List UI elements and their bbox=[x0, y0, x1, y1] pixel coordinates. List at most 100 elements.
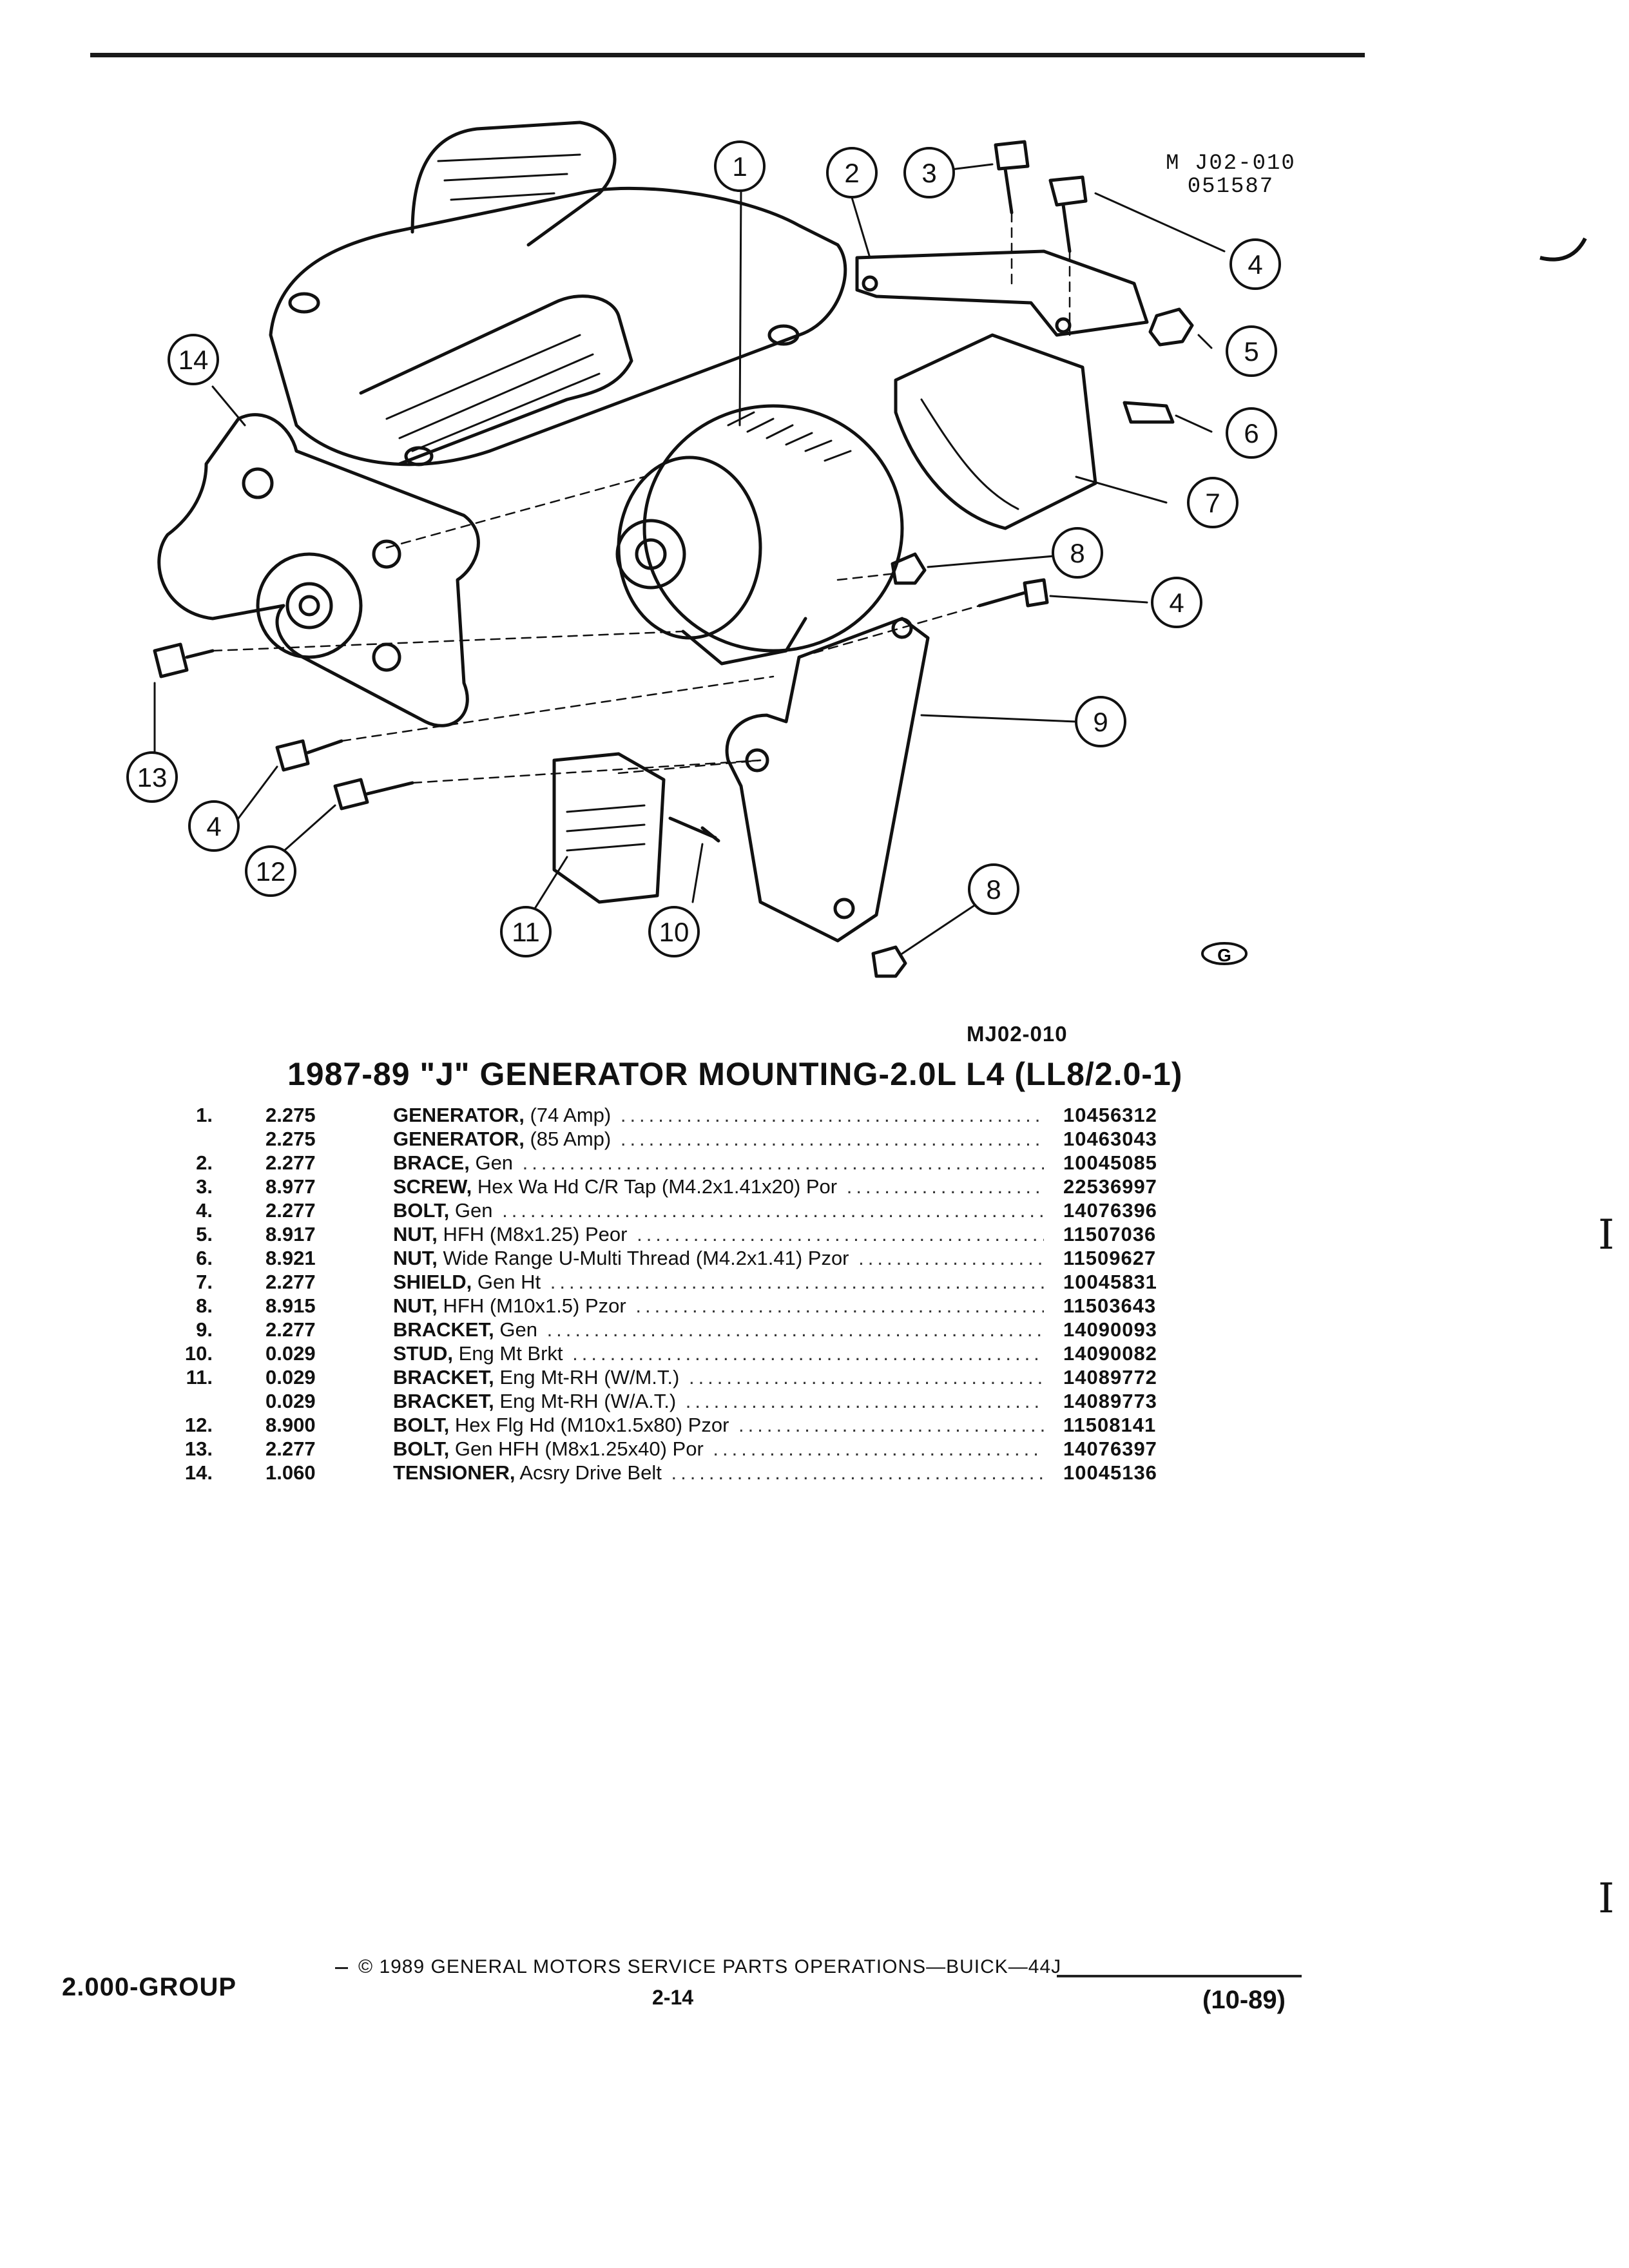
part-number: 11503643 bbox=[1063, 1294, 1157, 1317]
stud-10 bbox=[668, 816, 720, 843]
parts-row: 0.029 BRACKET, Eng Mt-RH (W/A.T.) .......… bbox=[161, 1389, 1218, 1413]
leader-dots: ........................................… bbox=[688, 1366, 1044, 1389]
callout-label: 6 bbox=[1244, 418, 1258, 448]
leader-dots: ........................................… bbox=[671, 1461, 1044, 1484]
group-label: 2.000-GROUP bbox=[62, 1973, 237, 2001]
part-name: STUD, bbox=[393, 1342, 453, 1365]
item-number: 7. bbox=[196, 1271, 213, 1293]
bolt-12 bbox=[333, 778, 414, 811]
callout-label: 9 bbox=[1093, 707, 1108, 737]
part-name: BOLT, bbox=[393, 1414, 450, 1436]
item-number: 4. bbox=[196, 1199, 213, 1222]
parts-row: 6. 8.921 NUT, Wide Range U-Multi Thread (M… bbox=[161, 1246, 1218, 1270]
leader-dots: ........................................… bbox=[713, 1437, 1044, 1460]
part-description: SHIELD, Gen Ht .........................… bbox=[393, 1270, 1044, 1294]
part-description: GENERATOR, (74 Amp) ....................… bbox=[393, 1103, 1044, 1127]
stamp-line-2: 051587 bbox=[1187, 175, 1275, 199]
callout-label: 5 bbox=[1244, 336, 1258, 367]
part-detail: Acsry Drive Belt bbox=[515, 1461, 662, 1484]
callout-label: 11 bbox=[512, 917, 540, 947]
copyright-line: © 1989 GENERAL MOTORS SERVICE PARTS OPER… bbox=[358, 1956, 1062, 1977]
callout-label: 4 bbox=[1169, 588, 1184, 618]
part-name: GENERATOR, bbox=[393, 1128, 525, 1150]
part-number: 10045831 bbox=[1063, 1271, 1157, 1293]
part-name: BRACKET, bbox=[393, 1366, 494, 1389]
bolt-4-top bbox=[1048, 175, 1088, 253]
nut-8-upper bbox=[891, 552, 927, 585]
part-detail: Wide Range U-Multi Thread (M4.2x1.41) Pz… bbox=[437, 1247, 849, 1269]
item-number: 6. bbox=[196, 1247, 213, 1269]
nut-5 bbox=[1148, 307, 1194, 347]
cover-stud bbox=[767, 324, 800, 346]
bolt-13 bbox=[153, 642, 215, 678]
callout-10: 10 bbox=[648, 906, 700, 957]
part-number: 14090093 bbox=[1063, 1318, 1157, 1341]
part-name: NUT, bbox=[393, 1294, 438, 1317]
margin-mark: I bbox=[1598, 1211, 1615, 1259]
leader-dots: ........................................… bbox=[620, 1128, 1044, 1150]
part-detail: Hex Flg Hd (M10x1.5x80) Pzor bbox=[449, 1414, 729, 1436]
part-detail: Hex Wa Hd C/R Tap (M4.2x1.41x20) Por bbox=[472, 1175, 838, 1198]
scan-mark bbox=[1539, 237, 1587, 262]
part-number: 10045085 bbox=[1063, 1151, 1157, 1174]
item-number: 2. bbox=[196, 1151, 213, 1174]
callout-8: 8 bbox=[1052, 527, 1103, 579]
part-number: 14090082 bbox=[1063, 1342, 1157, 1365]
gm-logo: G bbox=[1201, 942, 1248, 965]
callout-3: 3 bbox=[903, 147, 955, 198]
part-number: 14076396 bbox=[1063, 1199, 1157, 1222]
group-number: 8.917 bbox=[265, 1223, 316, 1245]
part-number: 10463043 bbox=[1063, 1128, 1157, 1150]
part-description: BOLT, Gen ..............................… bbox=[393, 1198, 1044, 1222]
group-number: 2.277 bbox=[265, 1437, 316, 1460]
engine-cover-outline bbox=[269, 186, 847, 466]
footer-rule-right bbox=[1057, 1975, 1302, 1977]
leader-dots: ........................................… bbox=[572, 1342, 1044, 1365]
callout-11: 11 bbox=[500, 906, 552, 957]
part-number: 11509627 bbox=[1063, 1247, 1157, 1269]
callout-1: 1 bbox=[714, 140, 766, 192]
nut-6 bbox=[1123, 401, 1175, 424]
group-number: 2.275 bbox=[265, 1104, 316, 1126]
group-number: 2.277 bbox=[265, 1318, 316, 1341]
part-description: NUT, HFH (M8x1.25) Peor ................… bbox=[393, 1222, 1044, 1246]
callout-label: 8 bbox=[986, 874, 1001, 905]
part-detail: Gen bbox=[469, 1151, 514, 1174]
item-number: 3. bbox=[196, 1175, 213, 1198]
leader-dots: ........................................… bbox=[738, 1414, 1044, 1436]
callout-8: 8 bbox=[968, 863, 1019, 915]
group-number: 0.029 bbox=[265, 1390, 316, 1412]
callout-label: 4 bbox=[1248, 249, 1262, 280]
part-name: NUT, bbox=[393, 1247, 438, 1269]
generator-shield bbox=[894, 333, 1097, 530]
part-number: 11508141 bbox=[1063, 1414, 1157, 1436]
leader-dots: ........................................… bbox=[637, 1223, 1044, 1245]
callout-4: 4 bbox=[188, 800, 240, 852]
group-number: 8.915 bbox=[265, 1294, 316, 1317]
callout-label: 8 bbox=[1070, 538, 1084, 568]
part-name: BRACKET, bbox=[393, 1390, 494, 1412]
footer-rule-left bbox=[335, 1967, 348, 1969]
part-description: BRACKET, Eng Mt-RH (W/M.T.) ............… bbox=[393, 1365, 1044, 1389]
exploded-diagram: 1 2 3 4 4 4 5 6 7 8 8 9 10 11 12 13 14 G bbox=[126, 120, 1587, 978]
nut-8-lower bbox=[871, 945, 907, 978]
part-description: GENERATOR, (85 Amp) ....................… bbox=[393, 1127, 1044, 1151]
screw-3 bbox=[994, 140, 1030, 215]
part-description: NUT, Wide Range U-Multi Thread (M4.2x1.4… bbox=[393, 1246, 1044, 1270]
callout-14: 14 bbox=[168, 334, 219, 385]
item-number: 9. bbox=[196, 1318, 213, 1341]
part-description: BRACKET, Eng Mt-RH (W/A.T.) ............… bbox=[393, 1389, 1044, 1413]
group-number: 2.275 bbox=[265, 1128, 316, 1150]
group-number: 8.921 bbox=[265, 1247, 316, 1269]
callout-4: 4 bbox=[1229, 238, 1281, 290]
item-number: 5. bbox=[196, 1223, 213, 1245]
